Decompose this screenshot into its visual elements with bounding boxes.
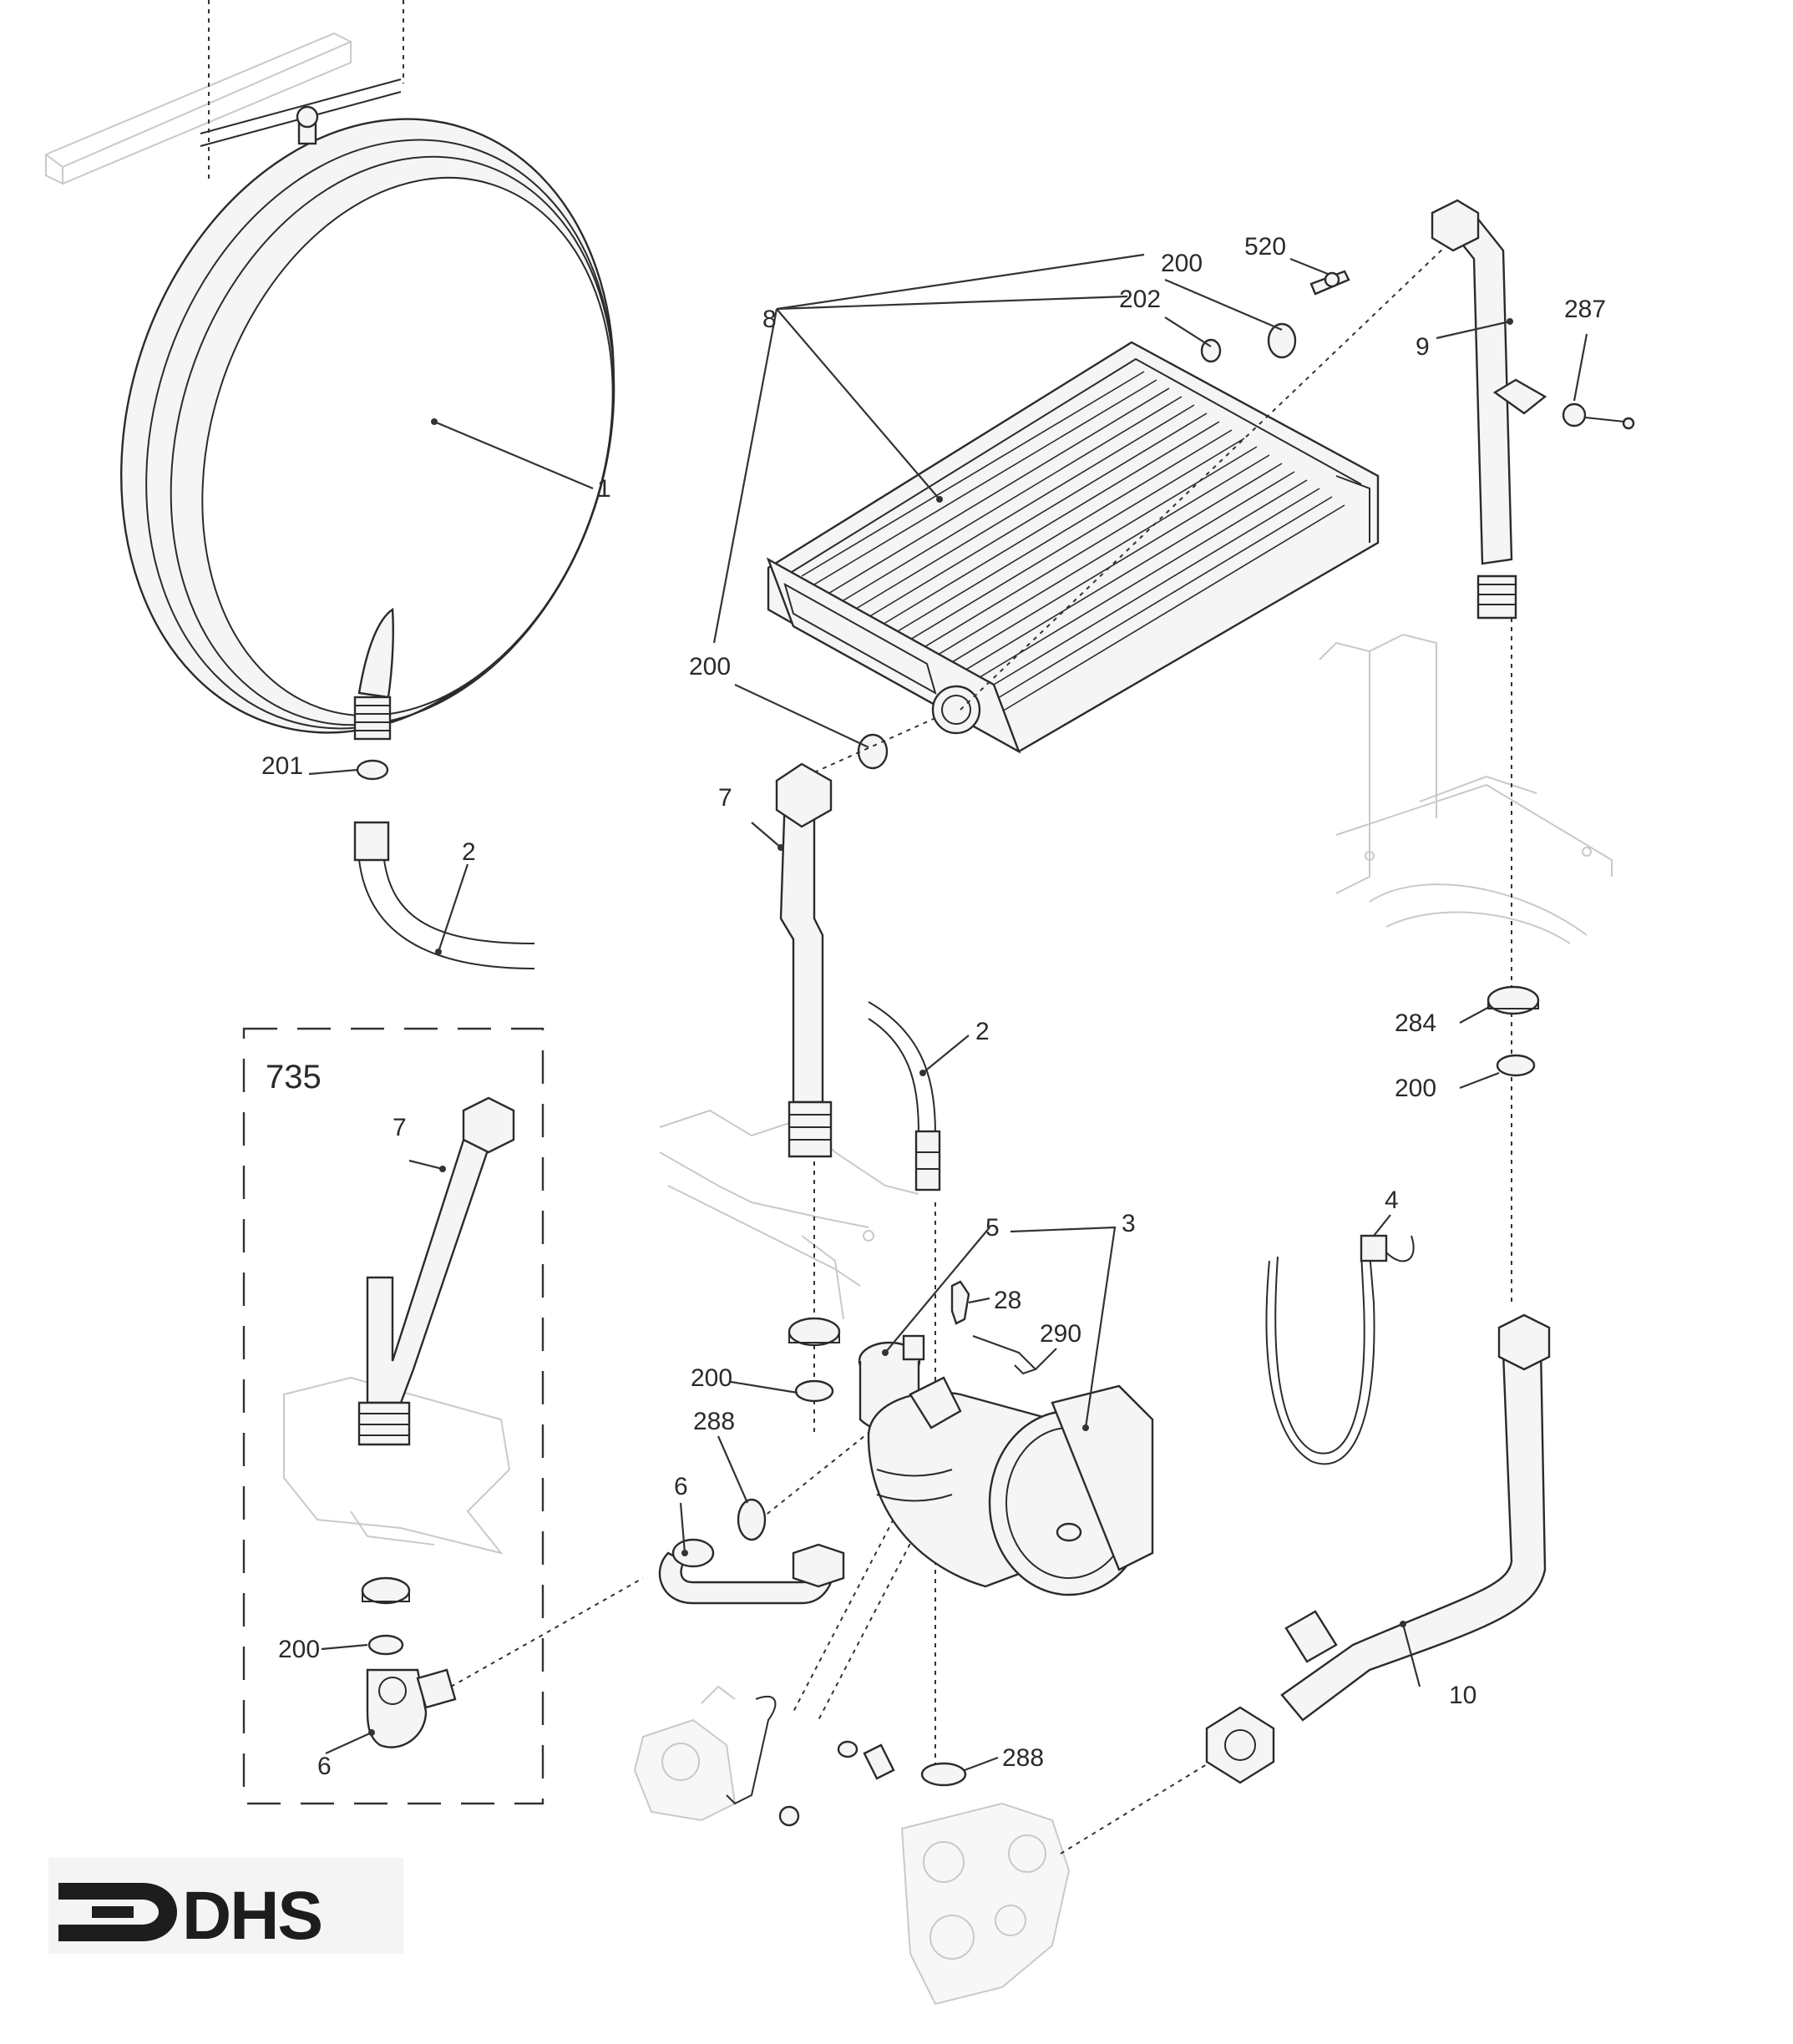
label-part-290: 290 — [1040, 1320, 1081, 1348]
washer-200-left — [857, 733, 889, 770]
label-part-4: 4 — [1385, 1186, 1399, 1214]
washer-202 — [1200, 338, 1222, 363]
ghost-wall-bracket — [44, 32, 353, 185]
label-part-284: 284 — [1395, 1009, 1436, 1037]
label-part-200-top: 200 — [1161, 250, 1203, 277]
expansion-vessel — [120, 0, 615, 741]
label-part-288-left: 288 — [693, 1408, 735, 1435]
nut-284 — [1487, 985, 1540, 1015]
label-part-10: 10 — [1449, 1682, 1476, 1709]
label-part-202: 202 — [1119, 286, 1161, 313]
washer-288-left — [737, 1498, 767, 1541]
pipe-6-center — [658, 1538, 845, 1605]
part-number-labels: 1 2 2 3 4 5 6 6 7 7 8 9 10 28 200 200 20… — [261, 233, 1606, 1780]
dhs-logo-text: DHS — [182, 1878, 322, 1954]
label-part-520: 520 — [1244, 233, 1286, 261]
bracket-diverter — [726, 1695, 777, 1805]
dhs-logo: DHS — [48, 1858, 403, 1954]
label-part-2-left: 2 — [462, 838, 476, 866]
label-part-2-center: 2 — [975, 1018, 990, 1045]
clip-28 — [950, 1280, 970, 1325]
label-part-6-inset: 6 — [317, 1753, 332, 1780]
assembly-line-left — [813, 717, 936, 773]
sensor-287 — [1492, 378, 1635, 430]
label-part-7-inset: 7 — [393, 1114, 407, 1141]
ghost-diverter-bracket — [633, 1685, 737, 1822]
inset-ghost-frame — [283, 1376, 511, 1555]
bolt-and-washer — [837, 1740, 895, 1780]
leader-lines — [308, 253, 1588, 1772]
pipe-2-left — [353, 821, 535, 969]
label-part-3: 3 — [1122, 1210, 1136, 1237]
sensor-520 — [1309, 270, 1350, 296]
assembly-line-diverter — [793, 1502, 903, 1713]
heat-exchanger — [766, 341, 1380, 754]
washer-201 — [356, 759, 389, 781]
label-part-9: 9 — [1416, 333, 1430, 361]
washer-200-center — [794, 1379, 834, 1403]
nut-center — [788, 1317, 841, 1347]
pipe-10 — [1205, 1313, 1551, 1784]
assembly-line-diverter-2 — [818, 1510, 928, 1721]
label-part-200-inset: 200 — [278, 1636, 320, 1663]
pipe-9 — [1431, 199, 1517, 620]
label-part-200-left: 200 — [689, 653, 731, 680]
assembly-line-inset — [450, 1577, 644, 1687]
elbow-6-inset — [366, 1668, 457, 1748]
pipe-2-center — [868, 1001, 941, 1191]
nut-inset — [361, 1576, 411, 1605]
label-part-200-center: 200 — [691, 1364, 732, 1392]
screw-small — [778, 1805, 800, 1827]
assembly-line-hydraulic — [1060, 1761, 1212, 1854]
label-part-200-right: 200 — [1395, 1075, 1436, 1102]
washer-200-right — [1496, 1054, 1536, 1077]
ghost-hydraulic-block — [900, 1802, 1071, 2006]
washer-288-bottom — [920, 1762, 967, 1787]
ghost-boiler-frame-right — [1319, 633, 1613, 944]
label-part-1: 1 — [597, 475, 611, 503]
pump-assembly — [858, 1334, 1154, 1596]
label-part-287: 287 — [1564, 296, 1606, 323]
pipe-7-center — [775, 762, 833, 1158]
label-part-28: 28 — [994, 1287, 1021, 1314]
assembly-line-pump-seal — [759, 1419, 886, 1520]
washer-200-inset — [367, 1634, 404, 1656]
washer-200-top — [1267, 322, 1297, 359]
label-part-6-center: 6 — [674, 1473, 688, 1500]
label-part-5: 5 — [985, 1214, 1000, 1242]
label-part-201: 201 — [261, 752, 303, 780]
inset-735-label: 735 — [266, 1059, 322, 1095]
pipe-7-inset — [357, 1096, 515, 1446]
label-part-288-bottom: 288 — [1002, 1744, 1044, 1772]
clip-290 — [972, 1335, 1037, 1375]
assembly-line-top — [960, 226, 1466, 711]
label-part-8: 8 — [762, 306, 777, 333]
label-part-7-center: 7 — [718, 784, 732, 812]
cable-harness-4 — [1265, 1234, 1415, 1465]
